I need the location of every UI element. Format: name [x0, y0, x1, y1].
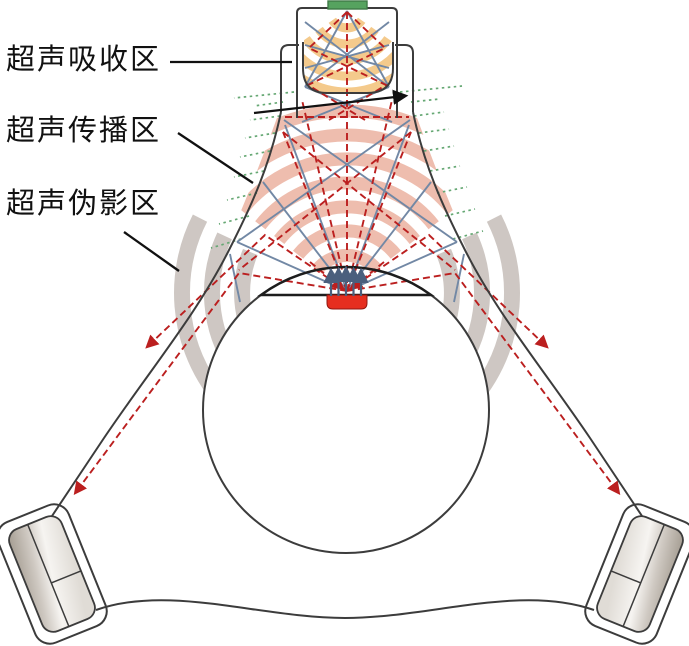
- label-absorption-zone: 超声吸收区: [6, 42, 162, 76]
- focused-beam-arrows: [323, 265, 369, 296]
- right-foot: [584, 503, 689, 645]
- red-dashed-rays: [73, 11, 621, 496]
- transducer-block: [327, 0, 368, 10]
- pointer-artifact: [123, 231, 180, 272]
- label-pointer-lines: [123, 60, 292, 272]
- pointer-propagation: [177, 132, 254, 184]
- left-foot: [0, 503, 108, 645]
- label-propagation-zone: 超声传播区: [6, 113, 162, 147]
- central-hole: [202, 266, 490, 554]
- neck-boundary-line: [253, 89, 409, 115]
- body-outline: [51, 7, 643, 620]
- label-artifact-zone: 超声伪影区: [6, 186, 162, 220]
- receiver-block: [326, 294, 368, 310]
- green-dotted-rays: [210, 85, 484, 249]
